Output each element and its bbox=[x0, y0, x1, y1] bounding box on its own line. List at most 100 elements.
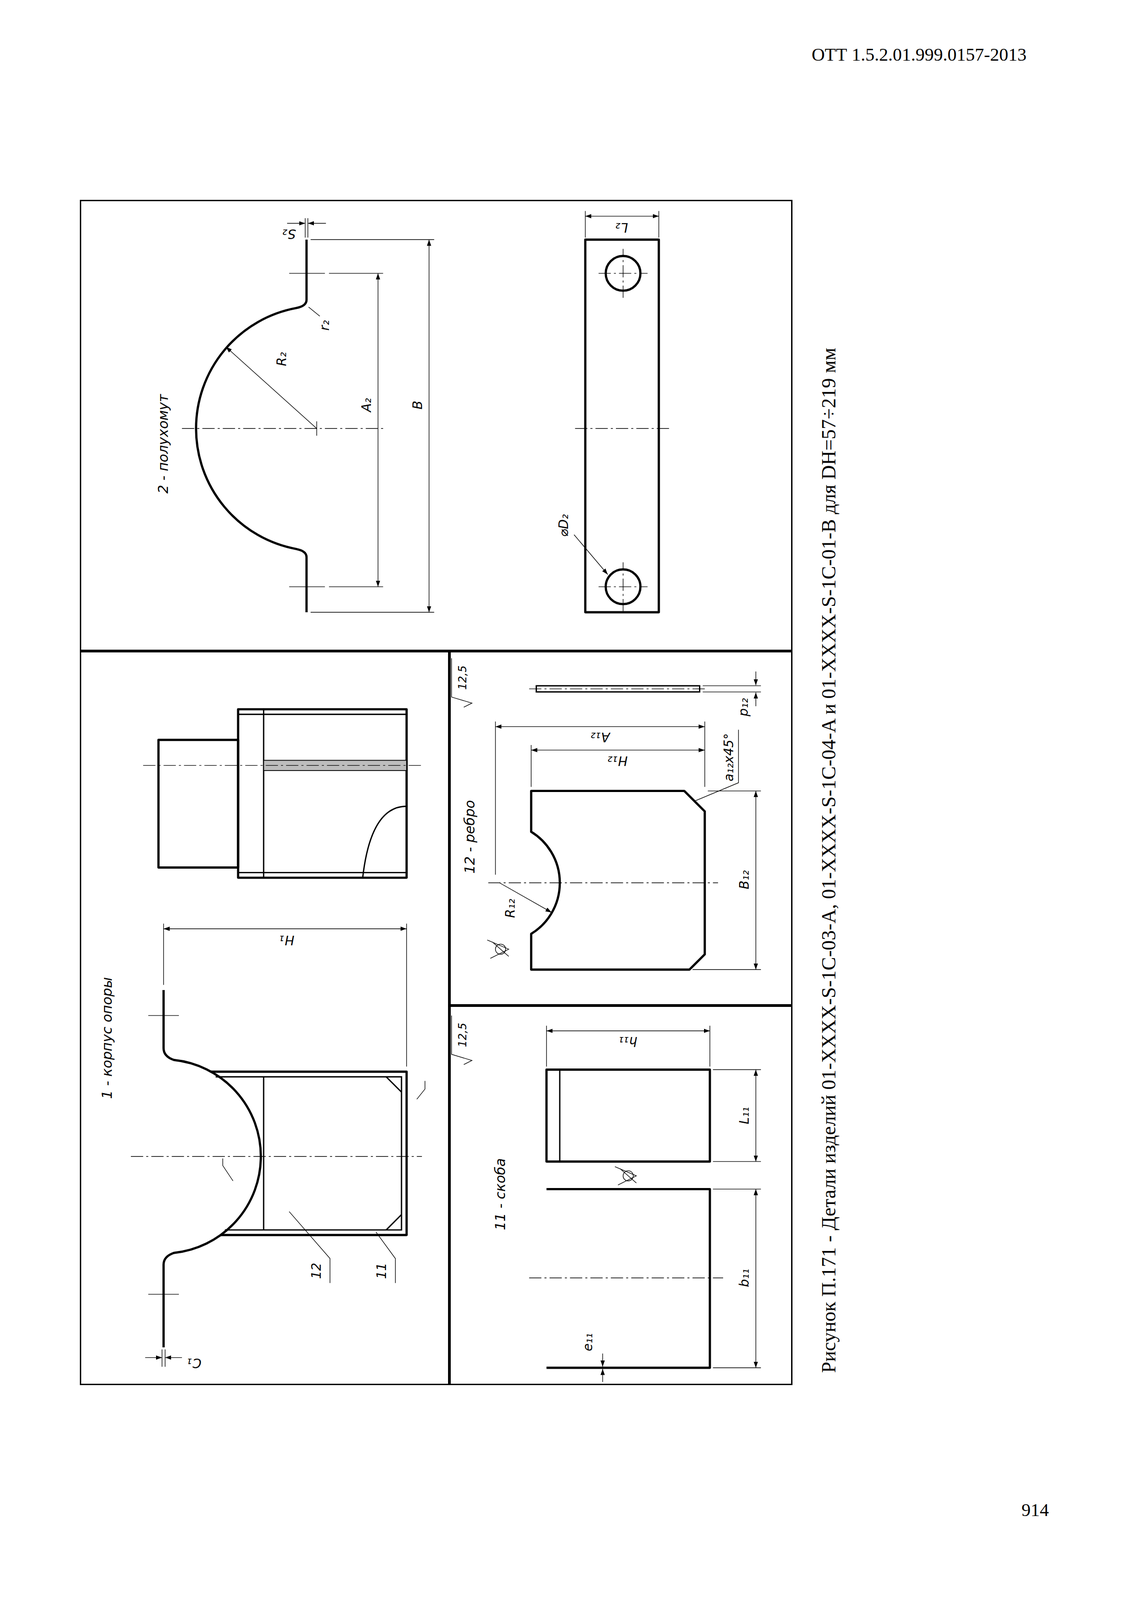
rib-views bbox=[755, 671, 756, 686]
support-body-front-view bbox=[375, 1231, 396, 1283]
support-body-front-view bbox=[215, 1076, 402, 1231]
drawing-panel: 11 - скоба bbox=[449, 1005, 793, 1386]
document-code: ОТТ 1.5.2.01.999.0157-2013 bbox=[811, 45, 1027, 64]
half-clamp-front-view bbox=[428, 239, 430, 613]
half-clamp-front-view bbox=[377, 273, 379, 587]
dimension-label: R₂ bbox=[275, 352, 289, 367]
dimension-label: C₁ bbox=[187, 1356, 202, 1370]
dimension-label: ⌀D₂ bbox=[557, 514, 571, 537]
support-body-front-view bbox=[262, 1076, 265, 1231]
support-body-side-view bbox=[158, 740, 239, 868]
support-body-side-view bbox=[238, 709, 407, 878]
half-clamp-front-view bbox=[308, 307, 320, 317]
bracket-views bbox=[546, 1025, 710, 1067]
roughness-value: 12,5 bbox=[457, 1022, 469, 1048]
rib-views bbox=[488, 882, 719, 883]
dimension-label: S₂ bbox=[282, 227, 296, 240]
half-clamp-plan-view bbox=[585, 211, 659, 238]
half-clamp-plan-view bbox=[585, 215, 659, 217]
half-clamp-front-view bbox=[182, 428, 387, 429]
page-number: 914 bbox=[1021, 1501, 1049, 1520]
bracket-views bbox=[755, 1069, 756, 1162]
bracket-views bbox=[713, 1188, 761, 1368]
support-body-front-view bbox=[163, 928, 407, 929]
half-clamp-plan-view bbox=[573, 211, 669, 613]
dimension-label: B₁₂ bbox=[738, 870, 751, 890]
support-body-front-view bbox=[163, 923, 407, 1067]
technical-drawing bbox=[79, 199, 856, 1386]
support-body-front-view bbox=[289, 1211, 331, 1284]
dimension-label: p₁₂ bbox=[737, 698, 751, 717]
support-body-front-view bbox=[222, 1080, 425, 1181]
support-body-front-view bbox=[210, 1071, 407, 1236]
callout-number: 12 bbox=[310, 1262, 324, 1280]
dimension-label: e₁₁ bbox=[581, 1333, 595, 1352]
half-clamp-plan-view bbox=[585, 239, 659, 613]
dimension-label: H₁ bbox=[279, 933, 295, 947]
callout-number: 11 bbox=[375, 1262, 389, 1280]
drawing-panel: 2 - полухомут bbox=[79, 199, 793, 652]
half-clamp-front-view bbox=[182, 218, 435, 613]
dimension-label: A₂ bbox=[360, 398, 374, 412]
half-clamp-front-view bbox=[225, 346, 317, 429]
drawing-panel: 1 - корпус опоры bbox=[79, 651, 450, 1386]
panel-title: 1 - корпус опоры bbox=[100, 977, 115, 1100]
rib-views bbox=[487, 939, 509, 959]
figure-caption: Рисунок П.171 - Детали изделий 01-XXXX-S… bbox=[818, 347, 840, 1373]
support-body-side-view bbox=[143, 709, 423, 878]
support-body-side-view bbox=[362, 806, 407, 878]
dimension-label: r₂ bbox=[318, 320, 332, 331]
support-body-front-view bbox=[145, 1357, 162, 1358]
dimension-label: L₁₁ bbox=[738, 1106, 751, 1125]
bracket-views bbox=[529, 1277, 724, 1278]
rib-views bbox=[529, 688, 709, 689]
panel-title: 2 - полухомут bbox=[156, 394, 171, 494]
rib-views bbox=[495, 726, 705, 727]
rib-views bbox=[531, 721, 705, 787]
dimension-label: L₂ bbox=[615, 220, 629, 234]
support-body-front-view bbox=[130, 1156, 423, 1157]
support-body-front-view bbox=[148, 1015, 179, 1295]
bracket-views bbox=[755, 1188, 756, 1368]
rib-views bbox=[531, 791, 705, 970]
bracket-views bbox=[602, 1353, 603, 1367]
dimension-label: R₁₂ bbox=[504, 898, 517, 918]
support-body-side-view bbox=[143, 765, 423, 766]
bracket-views bbox=[615, 1166, 637, 1185]
support-body-front-view bbox=[165, 1357, 183, 1358]
dimension-label: B bbox=[411, 400, 425, 410]
support-body-front-view bbox=[163, 990, 261, 1348]
rib-views bbox=[755, 791, 756, 970]
rib-views bbox=[451, 658, 761, 970]
half-clamp-front-view bbox=[286, 223, 306, 224]
bracket-views bbox=[451, 1015, 473, 1065]
rib-views bbox=[531, 749, 705, 751]
rib-views bbox=[692, 791, 761, 970]
dimension-label: a₁₂x45° bbox=[722, 733, 736, 782]
dimension-label: H₁₂ bbox=[608, 754, 629, 767]
rib-views bbox=[451, 658, 473, 708]
half-clamp-front-view bbox=[310, 239, 435, 613]
bracket-views bbox=[558, 1069, 561, 1162]
support-body-side-view bbox=[238, 709, 407, 878]
dimension-label: b₁₁ bbox=[738, 1268, 751, 1288]
half-clamp-plan-view bbox=[575, 248, 670, 611]
support-body-front-view bbox=[385, 1076, 402, 1231]
dimension-label: h₁₁ bbox=[619, 1034, 638, 1048]
panel-title: 12 - ребро bbox=[463, 800, 477, 874]
support-body-front-view bbox=[161, 1349, 166, 1367]
half-clamp-front-view bbox=[305, 218, 308, 238]
half-clamp-front-view bbox=[307, 223, 327, 224]
half-clamp-front-view bbox=[328, 273, 384, 587]
bracket-views bbox=[602, 1368, 603, 1382]
roughness-value: 12,5 bbox=[457, 665, 469, 690]
bracket-views bbox=[451, 1015, 761, 1382]
bracket-views bbox=[546, 1188, 710, 1368]
half-clamp-plan-view bbox=[573, 534, 608, 575]
dimension-label: A₁₂ bbox=[590, 730, 610, 744]
rib-views bbox=[702, 685, 761, 692]
bracket-views bbox=[546, 1069, 710, 1162]
rib-views bbox=[755, 692, 756, 707]
panel-title: 11 - скоба bbox=[493, 1158, 508, 1231]
support-body-front-view bbox=[130, 923, 426, 1367]
